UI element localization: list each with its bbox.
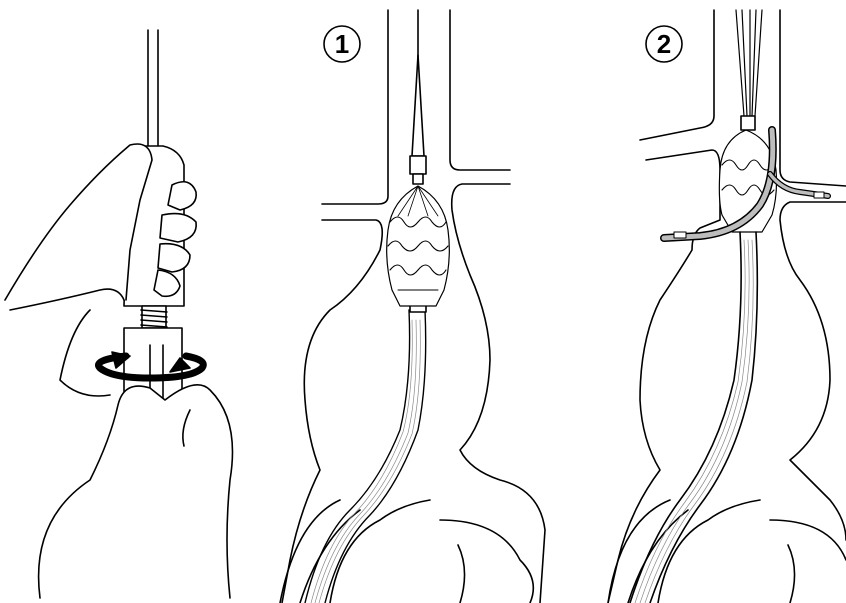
aorta-wall-left xyxy=(282,10,388,603)
finger xyxy=(168,182,196,210)
lower-hand xyxy=(39,385,233,598)
delivery-catheter xyxy=(305,310,410,603)
nose-cone xyxy=(412,55,424,156)
panel-step-2: 2 xyxy=(608,10,846,603)
guidewires xyxy=(736,10,762,116)
aorta-wall-left xyxy=(608,10,720,603)
finger xyxy=(160,214,196,242)
aorta-wall-right xyxy=(780,10,846,540)
aorta-wall-right xyxy=(450,10,545,603)
step-1-label: 1 xyxy=(335,29,349,59)
iliac-branch xyxy=(280,500,430,603)
stent-graft xyxy=(387,186,450,306)
delivery-catheter xyxy=(630,232,741,603)
panel-handle-rotation xyxy=(5,30,233,598)
iliac-branch xyxy=(608,500,760,603)
panel-step-1: 1 xyxy=(280,10,545,603)
step-2-label: 2 xyxy=(657,29,671,59)
finger xyxy=(158,244,190,272)
screw-thread xyxy=(141,306,167,328)
catheter-strands xyxy=(311,320,420,603)
